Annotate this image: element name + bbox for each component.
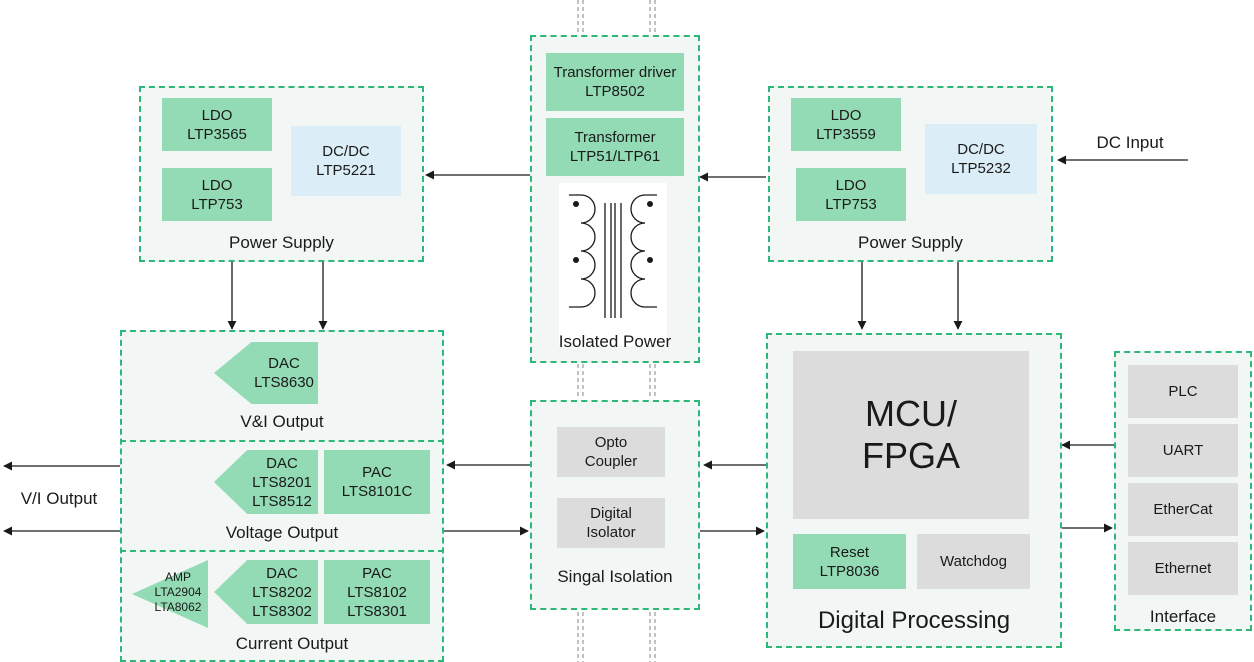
output-divider-2 xyxy=(120,550,444,552)
current-dac-type: DAC xyxy=(266,564,298,582)
right-dcdc-block: DC/DC LTP5232 xyxy=(925,124,1037,194)
transformer-symbol xyxy=(559,183,667,346)
right-ldo-1-part: LTP3559 xyxy=(816,125,876,143)
voltage-pac-part: LTS8101C xyxy=(341,483,413,500)
digital-processing-title: Digital Processing xyxy=(817,607,1011,634)
current-pac-type: PAC xyxy=(362,564,392,582)
transformer-driver-block: Transformer driver LTP8502 xyxy=(546,53,684,111)
left-power-supply-title: Power Supply xyxy=(229,233,334,252)
mcu-fpga-block: MCU/ FPGA xyxy=(793,351,1029,519)
dc-input-label: DC Input xyxy=(1096,133,1164,152)
voltage-dac-block: DAC LTS8201 LTS8512 xyxy=(214,450,318,514)
interface-item-ethercat-label: EtherCat xyxy=(1153,501,1213,518)
amp-type: AMP xyxy=(164,570,191,584)
transformer-icon xyxy=(569,194,657,318)
interface-item-plc: PLC xyxy=(1128,365,1238,418)
reset-block: Reset LTP8036 xyxy=(793,534,906,589)
left-power-supply-panel: LDO LTP3565 LDO LTP753 DC/DC LTP5221 Pow… xyxy=(139,86,424,262)
transformer-driver-type: Transformer driver xyxy=(553,64,677,81)
voltage-output-title: Voltage Output xyxy=(225,523,339,542)
right-power-supply-panel: LDO LTP3559 LDO LTP753 DC/DC LTP5232 Pow… xyxy=(768,86,1053,262)
right-dcdc-type: DC/DC xyxy=(957,141,1005,158)
vi-dac-block: DAC LTS8630 xyxy=(214,342,318,404)
opto-coupler-line-2: Coupler xyxy=(584,453,638,470)
digital-isolator-block: Digital Isolator xyxy=(557,498,665,548)
left-ldo-1-part: LTP3565 xyxy=(187,125,247,143)
current-pac-block: PAC LTS8102 LTS8301 xyxy=(324,560,430,624)
voltage-pac-type: PAC xyxy=(362,464,392,481)
opto-coupler-line-1: Opto xyxy=(594,434,628,451)
current-output-title: Current Output xyxy=(235,634,349,653)
current-dac-block: DAC LTS8202 LTS8302 xyxy=(214,560,318,624)
transformer-block: Transformer LTP51/LTP61 xyxy=(546,118,684,176)
watchdog-block: Watchdog xyxy=(917,534,1030,589)
voltage-pac-block: PAC LTS8101C xyxy=(324,450,430,514)
interface-panel: PLC UART EtherCat Ethernet Interface xyxy=(1114,351,1252,631)
amp-label-group: AMP LTA2904 LTA8062 xyxy=(138,570,218,615)
signal-isolation-panel: Opto Coupler Digital Isolator Singal Iso… xyxy=(530,400,700,610)
vi-output-label: V/I Output xyxy=(20,489,98,508)
output-panel: DAC LTS8630 V&I Output DAC LTS8201 LTS85… xyxy=(120,330,444,662)
isolated-power-panel: Transformer driver LTP8502 Transformer L… xyxy=(530,35,700,363)
digital-isolator-line-1: Digital xyxy=(590,505,632,522)
output-divider-1 xyxy=(120,440,444,442)
digital-isolator-line-2: Isolator xyxy=(586,524,636,541)
current-dac-part-2: LTS8302 xyxy=(252,602,312,620)
current-pac-part-1: LTS8102 xyxy=(347,583,407,601)
interface-item-uart: UART xyxy=(1128,424,1238,477)
opto-coupler-block: Opto Coupler xyxy=(557,427,665,477)
vi-dac-part: LTS8630 xyxy=(254,374,314,391)
vi-output-title: V&I Output xyxy=(240,412,324,431)
right-ldo-2-block: LDO LTP753 xyxy=(796,168,906,221)
right-ldo-2-type: LDO xyxy=(835,176,867,194)
amp-part-1: LTA2904 xyxy=(154,585,202,599)
right-ldo-2-part: LTP753 xyxy=(825,195,877,213)
isolation-barrier xyxy=(577,0,656,662)
interface-item-plc-label: PLC xyxy=(1168,383,1198,400)
left-dcdc-block: DC/DC LTP5221 xyxy=(291,126,401,196)
amp-part-2: LTA8062 xyxy=(154,600,202,614)
reset-type: Reset xyxy=(829,543,870,561)
transformer-type: Transformer xyxy=(574,129,656,146)
interface-item-ethernet: Ethernet xyxy=(1128,542,1238,595)
left-dcdc-part: LTP5221 xyxy=(316,162,376,179)
signal-isolation-title: Singal Isolation xyxy=(557,567,673,586)
interface-item-uart-label: UART xyxy=(1162,442,1204,459)
left-ldo-2-block: LDO LTP753 xyxy=(162,168,272,221)
right-dcdc-part: LTP5232 xyxy=(951,160,1011,177)
left-dcdc-type: DC/DC xyxy=(322,143,370,160)
vi-dac-type: DAC xyxy=(268,355,300,372)
right-ldo-1-block: LDO LTP3559 xyxy=(791,98,901,151)
voltage-dac-part-1: LTS8201 xyxy=(252,473,312,491)
interface-item-ethercat: EtherCat xyxy=(1128,483,1238,536)
isolated-power-title: Isolated Power xyxy=(558,332,672,351)
mcu-label: MCU/ xyxy=(865,393,957,434)
transformer-part: LTP51/LTP61 xyxy=(569,148,661,165)
fpga-label: FPGA xyxy=(861,435,960,476)
voltage-dac-type: DAC xyxy=(266,454,298,472)
right-ldo-1-type: LDO xyxy=(830,106,862,124)
reset-part: LTP8036 xyxy=(819,562,880,580)
transformer-driver-part: LTP8502 xyxy=(585,83,645,100)
interface-item-ethernet-label: Ethernet xyxy=(1154,560,1212,577)
left-ldo-2-type: LDO xyxy=(201,176,233,194)
left-ldo-2-part: LTP753 xyxy=(191,195,243,213)
current-pac-part-2: LTS8301 xyxy=(347,602,407,620)
digital-processing-panel: MCU/ FPGA Reset LTP8036 Watchdog Digital… xyxy=(766,333,1062,648)
left-ldo-1-block: LDO LTP3565 xyxy=(162,98,272,151)
interface-title: Interface xyxy=(1149,607,1217,626)
voltage-dac-part-2: LTS8512 xyxy=(252,492,312,510)
right-power-supply-title: Power Supply xyxy=(858,233,963,252)
left-ldo-1-type: LDO xyxy=(201,106,233,124)
watchdog-label: Watchdog xyxy=(940,553,1007,570)
current-dac-part-1: LTS8202 xyxy=(252,583,312,601)
